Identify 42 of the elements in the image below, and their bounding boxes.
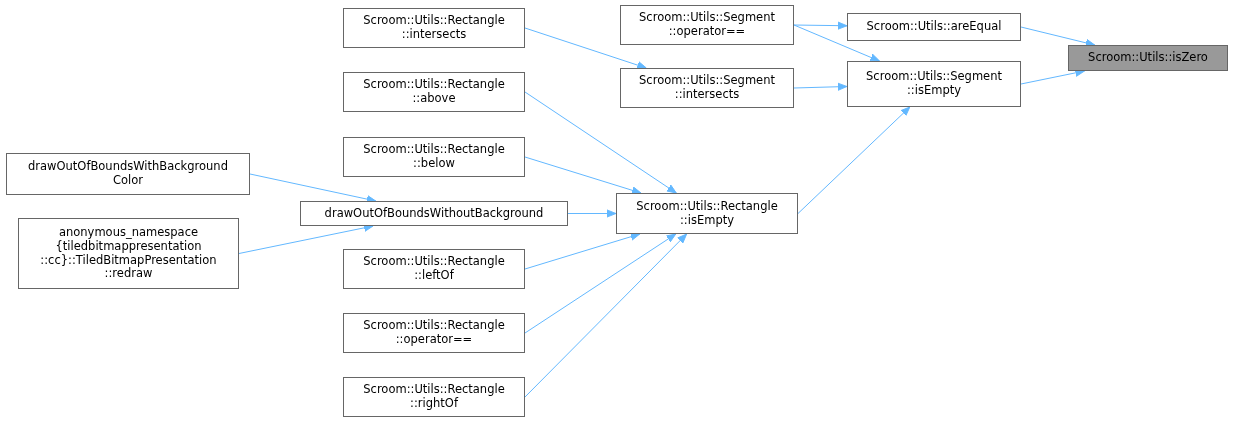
arrow: [793, 21, 848, 30]
function-name: anonymous_namespace {tiledbitmappresentation ::cc}::TiledBitmapPresentation ::redraw: [39, 225, 218, 282]
arrow: [567, 209, 617, 218]
function-box: [620, 5, 794, 45]
function-name: Scroom::Utils::Rectangle ::above: [362, 78, 506, 106]
function-name: Scroom::Utils::Segment ::operator==: [638, 11, 776, 39]
function-box: [300, 201, 568, 226]
arrow: [524, 232, 641, 270]
arrow: [797, 106, 911, 214]
arrow: [524, 156, 642, 195]
function-box: [343, 72, 525, 112]
function-name: Scroom::Utils::Rectangle ::isEmpty: [635, 199, 779, 228]
function-name: Scroom::Utils::Rectangle ::below: [362, 143, 506, 171]
function-box: [18, 218, 239, 289]
arrow: [1020, 26, 1096, 47]
function-name: drawOutOfBoundsWithBackground Color: [27, 160, 229, 188]
function-box: [847, 13, 1021, 41]
function-box: [616, 193, 798, 234]
function-name: Scroom::Utils::Rectangle ::intersects: [362, 14, 506, 42]
function-name: Scroom::Utils::Rectangle ::operator==: [362, 319, 506, 347]
arrow: [524, 233, 688, 398]
arrow: [793, 24, 880, 62]
arrow: [524, 27, 647, 70]
function-name: Scroom::Utils::areEqual: [866, 20, 1002, 34]
arrow: [793, 82, 848, 91]
function-name: drawOutOfBoundsWithoutBackground: [324, 206, 544, 221]
function-name: Scroom::Utils::Rectangle ::rightOf: [362, 383, 506, 411]
function-name: Scroom::Utils::Rectangle ::leftOf: [362, 255, 506, 283]
function-box: [1068, 45, 1228, 71]
function-name: Scroom::Utils::Segment ::isEmpty: [865, 70, 1003, 98]
function-box: [620, 68, 794, 108]
arrow: [524, 91, 677, 194]
function-box: [343, 249, 525, 289]
function-name: Scroom::Utils::isZero: [1088, 51, 1208, 65]
function-box: [847, 61, 1021, 107]
function-box: [343, 137, 525, 177]
function-box: [343, 377, 525, 417]
function-box: [6, 153, 250, 195]
function-box: [343, 313, 525, 353]
function-name: Scroom::Utils::Segment ::intersects: [638, 74, 776, 102]
function-box: [343, 8, 525, 48]
arrow: [524, 233, 677, 334]
